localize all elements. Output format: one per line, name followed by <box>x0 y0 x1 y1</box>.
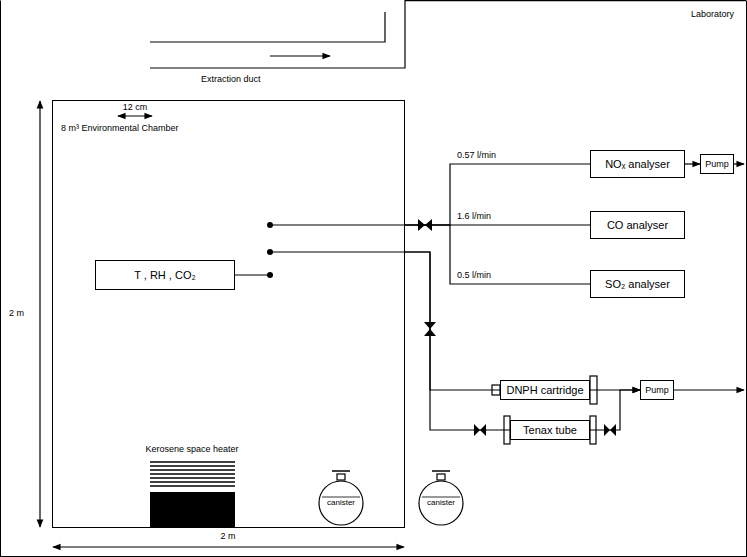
heater-fin <box>150 469 235 470</box>
analyser-box: SO₂ analyser <box>590 270 685 298</box>
flow-arrow <box>270 55 330 56</box>
box-label: canister <box>327 498 355 507</box>
sensor-box: T , RH , CO₂ <box>95 260 235 290</box>
sample-line <box>405 225 590 284</box>
duct-wall <box>150 0 405 68</box>
sample-line <box>405 252 500 390</box>
pump-box: Pump <box>700 154 734 174</box>
sample-line <box>405 164 590 225</box>
dimension-label: 12 cm <box>122 102 149 112</box>
lab-wall <box>405 0 746 1</box>
heater-fin <box>150 481 235 482</box>
region-title: Laboratory <box>691 9 734 19</box>
sample-line <box>590 390 640 430</box>
analyser-box: CO analyser <box>590 211 685 239</box>
box-label: SO₂ analyser <box>605 278 670 291</box>
heater-fin <box>150 465 235 466</box>
box-label: canister <box>427 498 455 507</box>
heater-body <box>150 492 235 528</box>
heater-fin <box>150 477 235 478</box>
box-label: Tenax tube <box>523 424 577 437</box>
dimension-line <box>118 115 152 116</box>
box-label: NOₓ analyser <box>605 158 670 171</box>
sample-line <box>685 163 700 164</box>
box-label: DNPH cartridge <box>506 384 583 397</box>
sample-port <box>267 222 273 228</box>
sample-port <box>267 249 273 255</box>
environmental-chamber: 8 m³ Environmental Chamber T , RH , CO₂ ca… <box>52 100 405 528</box>
box-label: Pump <box>645 385 669 395</box>
dimension-label: 2 m <box>8 308 25 318</box>
sample-line <box>270 224 405 225</box>
heater-fins <box>150 462 235 486</box>
tube-box: Tenax tube <box>510 420 590 440</box>
pump-box: Pump <box>640 380 674 400</box>
dimension-line <box>53 546 404 547</box>
dimension-label: 2 m <box>219 531 236 541</box>
sample-line <box>270 251 405 252</box>
box-label: Pump <box>705 159 729 169</box>
canister: canister <box>318 480 364 526</box>
flow-rate: 1.6 l/min <box>456 211 492 221</box>
box-label: T , RH , CO₂ <box>134 269 196 282</box>
analyser-box: NOₓ analyser <box>590 150 685 178</box>
flow-rate: 0.57 l/min <box>456 150 497 160</box>
sensor-point <box>267 272 273 278</box>
dimension-line <box>39 101 40 527</box>
duct-wall <box>150 12 385 42</box>
heater-fin <box>150 461 235 462</box>
heater-fin <box>150 473 235 474</box>
heater-fin <box>150 485 235 486</box>
box-label: CO analyser <box>607 219 668 232</box>
sample-line <box>405 252 510 430</box>
heater-label: Kerosene space heater <box>144 444 239 454</box>
cartridge-box: DNPH cartridge <box>500 380 590 400</box>
exhaust-line <box>670 389 744 390</box>
duct-label: Extraction duct <box>200 74 262 84</box>
flow-rate: 0.5 l/min <box>456 270 492 280</box>
sensor-line <box>235 274 268 275</box>
region-title: 8 m³ Environmental Chamber <box>61 123 179 133</box>
canister: canister <box>418 480 464 526</box>
